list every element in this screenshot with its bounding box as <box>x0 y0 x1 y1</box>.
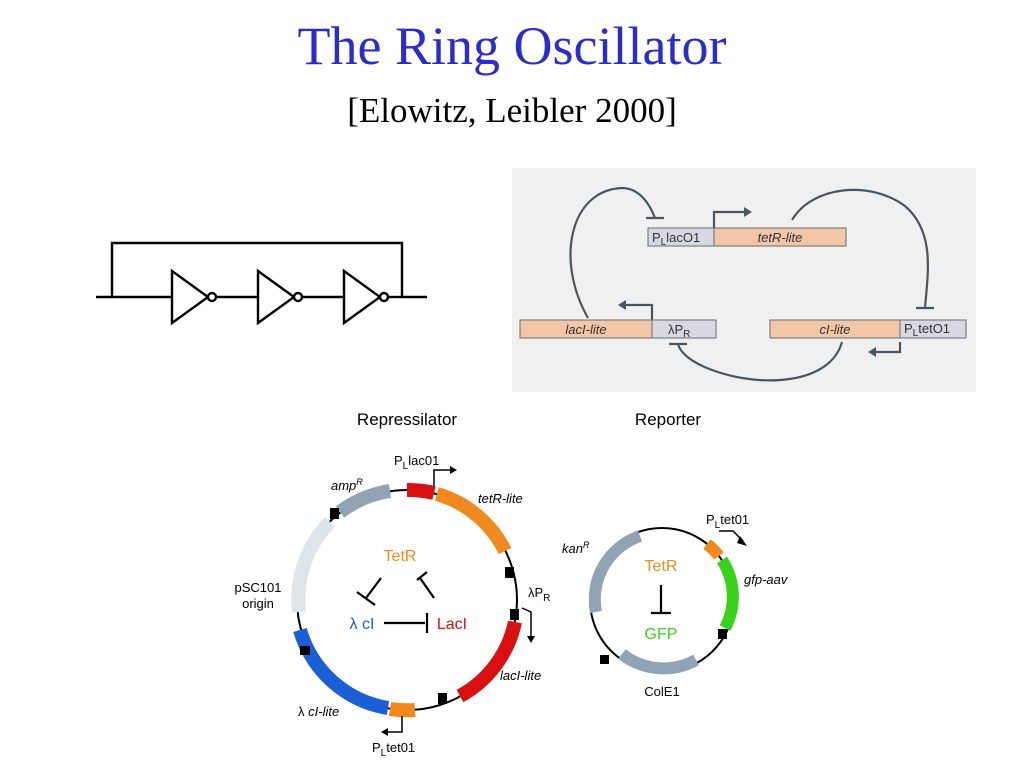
lci-lite-label: λ cI-lite <box>298 704 339 719</box>
plac-arrow <box>433 469 450 486</box>
inverter-3-bubble <box>378 291 390 303</box>
lpr-arrow <box>521 607 532 636</box>
marker-2 <box>600 655 609 664</box>
lpr-arrowhead <box>618 300 626 310</box>
marker-1 <box>505 567 514 578</box>
ptet-segment <box>703 539 724 560</box>
connector-ci-to-lpr <box>676 341 844 382</box>
reporter-backbone <box>589 527 735 673</box>
center-gfp: GFP <box>645 626 678 643</box>
laci-lite-label: lacI-lite <box>500 668 541 683</box>
plac-label: PLlac01 <box>394 453 439 472</box>
ptet-label: PLtet01 <box>372 740 415 759</box>
marker-2 <box>510 609 519 620</box>
center-tetr: TetR <box>384 548 417 565</box>
kanr-label: kanR <box>562 540 590 556</box>
plac-segment <box>406 483 436 500</box>
tetr-lite-label: tetR-lite <box>478 491 523 506</box>
repress-tetr-laci <box>419 577 435 599</box>
inverter-1 <box>170 268 211 326</box>
origin-label: origin <box>242 596 274 611</box>
marker-1 <box>718 629 727 639</box>
ptet-segment <box>388 702 416 718</box>
tetr-lite-label: tetR-lite <box>758 230 803 245</box>
center-lci: λ cI <box>350 616 375 633</box>
feedback-wire <box>96 241 427 299</box>
ampr-label: ampR <box>331 477 363 493</box>
kanr-segment <box>588 530 643 614</box>
ptet-arrow <box>719 530 744 542</box>
ci-lite-label: cI-lite <box>819 322 850 337</box>
ptet-arrowhead <box>868 347 876 357</box>
lpr-arrowhead <box>527 636 535 643</box>
repressilator-backbone <box>296 489 518 711</box>
lpr-label: λPR <box>668 322 690 340</box>
panel-background <box>512 168 976 392</box>
ptet-arrowhead <box>737 536 747 546</box>
inverter-2-bubble <box>292 291 304 303</box>
marker-4 <box>300 646 310 655</box>
ampr-segment <box>335 484 392 518</box>
ci-gene-bar <box>769 319 901 339</box>
plac-arrowhead <box>744 207 752 217</box>
cole1-segment <box>618 649 699 675</box>
laci-lite-segment <box>456 620 522 703</box>
lpr-arrow <box>626 303 654 320</box>
cole1-label: ColE1 <box>644 684 679 699</box>
marker-5 <box>330 508 339 519</box>
repress-tetr-lci <box>365 577 382 599</box>
reporter-heading: Reporter <box>635 410 701 429</box>
gfp-aav-label: gfp-aav <box>744 572 789 587</box>
ptet-arrow <box>876 342 902 354</box>
repress-tetr-lci-bar <box>356 591 376 606</box>
tetr-lite-segment <box>434 487 512 555</box>
ptet-arrowhead <box>381 728 388 736</box>
repressilator-plasmid: PLlac01 ampR tetR-lite pSC101 origin λPR… <box>235 453 551 759</box>
lpr-label: λPR <box>528 585 550 604</box>
inverter-2 <box>256 268 297 326</box>
connector-tetr-to-ptet <box>791 188 929 309</box>
inverter-1-bubble <box>206 291 218 303</box>
plac-promoter-box <box>647 227 715 247</box>
psc101-label: pSC101 <box>235 580 282 595</box>
lci-lite-segment <box>293 627 390 715</box>
plac-arrowhead <box>450 466 457 474</box>
plac-arrow <box>712 210 744 228</box>
psc101-origin-segment <box>291 517 336 613</box>
inverter-3 <box>342 268 383 326</box>
laci-lite-label: lacI-lite <box>565 322 606 337</box>
ptet-promoter-box <box>899 319 967 339</box>
connector-laci-to-plac <box>569 186 657 319</box>
plac-label: PLlacO1 <box>652 230 700 248</box>
lpr-promoter-box <box>651 319 717 339</box>
tetr-gene-bar <box>713 227 847 247</box>
gfp-aav-segment <box>716 556 739 631</box>
ptet-arrow <box>388 716 403 733</box>
ptet-label: PLtet01 <box>706 512 749 531</box>
page-subtitle: [Elowitz, Leibler 2000] <box>347 91 677 130</box>
repress-tetr-laci-bar <box>416 571 428 581</box>
ptet-label: PLtetO1 <box>904 321 950 339</box>
page-title: The Ring Oscillator <box>297 16 727 76</box>
center-tetr: TetR <box>645 558 678 575</box>
marker-3 <box>438 693 447 704</box>
repressilator-heading: Repressilator <box>357 410 457 429</box>
laci-gene-bar <box>519 319 653 339</box>
center-laci: LacI <box>437 616 467 633</box>
reporter-plasmid: kanR PLtet01 gfp-aav ColE1 TetR GFP <box>562 512 789 699</box>
